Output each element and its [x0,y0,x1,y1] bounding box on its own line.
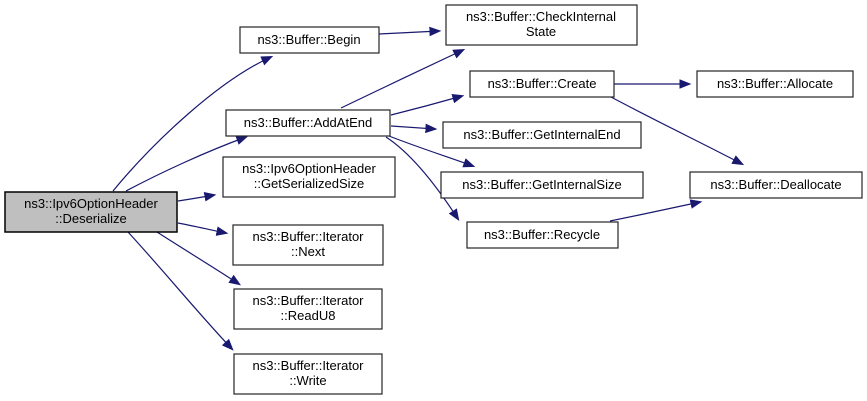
edge-deserialize-to-iterator-read-u8 [156,231,242,286]
node-add-at-end-box [225,109,391,137]
node-recycle[interactable]: ns3::Buffer::Recycle [466,221,619,249]
node-add-at-end[interactable]: ns3::Buffer::AddAtEnd [225,109,391,137]
edge-begin-to-check-internal-state [378,26,442,37]
node-add-at-end-label: ns3::Buffer::AddAtEnd [244,115,372,130]
node-deallocate[interactable]: ns3::Buffer::Deallocate [689,171,863,199]
edge-add-at-end-to-check-internal-state [340,48,466,109]
node-check-internal-state[interactable]: ns3::Buffer::CheckInternal State [445,4,638,46]
edge-create-to-deallocate [610,96,745,166]
node-iterator-write-box [233,353,383,395]
node-iterator-read-u8-label-line1: ns3::Buffer::Iterator [252,293,364,308]
node-deserialize-label-line1: ns3::Ipv6OptionHeader [24,196,158,211]
node-check-internal-state-label-line1: ns3::Buffer::CheckInternal [466,9,616,24]
edge-deserialize-to-begin [112,56,274,192]
node-get-internal-end-box [442,121,642,149]
edge-deserialize-to-iterator-next [177,222,229,236]
node-iterator-next[interactable]: ns3::Buffer::Iterator ::Next [232,224,384,266]
node-iterator-next-box [232,224,384,266]
node-create-label: ns3::Buffer::Create [488,76,597,91]
node-deserialize[interactable]: ns3::Ipv6OptionHeader ::Deserialize [4,191,178,233]
node-allocate-label: ns3::Buffer::Allocate [717,76,833,91]
node-get-internal-end[interactable]: ns3::Buffer::GetInternalEnd [442,121,642,149]
node-allocate-box [696,70,854,98]
edge-add-at-end-to-create [390,94,465,116]
edge-deserialize-to-add-at-end [125,135,249,192]
node-iterator-read-u8-box [233,288,383,330]
node-deallocate-label: ns3::Buffer::Deallocate [710,177,841,192]
node-recycle-label: ns3::Buffer::Recycle [484,227,600,242]
node-get-serialized-size-box [222,156,396,198]
edge-recycle-to-deallocate [609,199,703,222]
node-iterator-read-u8[interactable]: ns3::Buffer::Iterator ::ReadU8 [233,288,383,330]
edge-add-at-end-to-get-internal-size [388,135,476,168]
node-deserialize-label-line2: ::Deserialize [55,211,127,226]
node-iterator-write-label-line1: ns3::Buffer::Iterator [252,358,364,373]
node-deallocate-box [689,171,863,199]
node-get-internal-size[interactable]: ns3::Buffer::GetInternalSize [440,171,644,199]
node-get-serialized-size-label-line1: ns3::Ipv6OptionHeader [242,161,376,176]
node-iterator-read-u8-label-line2: ::ReadU8 [281,308,336,323]
node-get-internal-size-label: ns3::Buffer::GetInternalSize [462,177,621,192]
edge-group [112,26,745,351]
edge-deserialize-to-iterator-write [127,231,234,351]
node-check-internal-state-box [445,4,638,46]
node-iterator-next-label-line1: ns3::Buffer::Iterator [252,229,364,244]
node-iterator-write-label-line2: ::Write [289,373,326,388]
edge-deserialize-to-get-serialized-size [177,191,217,202]
node-create[interactable]: ns3::Buffer::Create [469,70,615,98]
node-get-internal-size-box [440,171,644,199]
node-iterator-write[interactable]: ns3::Buffer::Iterator ::Write [233,353,383,395]
node-get-serialized-size-label-line2: ::GetSerializedSize [254,176,365,191]
node-begin-label: ns3::Buffer::Begin [257,32,360,47]
node-begin-box [239,26,380,54]
node-iterator-next-label-line2: ::Next [291,244,325,259]
node-check-internal-state-label-line2: State [526,24,556,39]
node-get-internal-end-label: ns3::Buffer::GetInternalEnd [463,127,620,142]
node-deserialize-box [4,191,178,233]
edge-add-at-end-to-recycle [385,136,460,222]
node-allocate[interactable]: ns3::Buffer::Allocate [696,70,854,98]
node-get-serialized-size[interactable]: ns3::Ipv6OptionHeader ::GetSerializedSiz… [222,156,396,198]
node-create-box [469,70,615,98]
node-recycle-box [466,221,619,249]
node-begin[interactable]: ns3::Buffer::Begin [239,26,380,54]
edge-add-at-end-to-get-internal-end [390,123,438,134]
